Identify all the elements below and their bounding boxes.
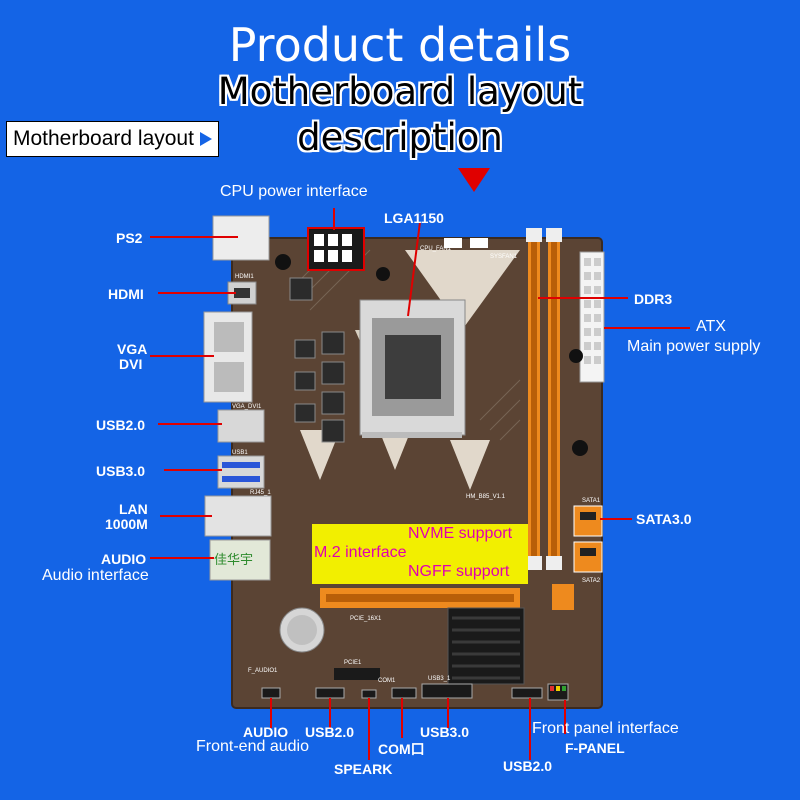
vga-label: VGA [117,341,148,357]
ps2-label: PS2 [116,230,143,246]
pcie16-silk: PCIE_16X1 [350,616,382,622]
audio-jacks [209,539,271,581]
f-audio-silk: F_AUDIO1 [248,668,278,674]
usb30-header [421,683,473,699]
com-silk: COM1 [378,678,396,684]
sata1-silk: SATA1 [582,498,601,504]
com-label: COM口 [378,741,425,757]
sata2-silk: SATA2 [582,578,601,584]
hdmi-silk: HDMI1 [235,274,254,280]
speaker-label: SPEARK [334,761,393,777]
rj45-silk: RJ45_1 [250,490,271,496]
sata-port-2 [573,541,603,573]
sata30-label: SATA3.0 [636,511,692,527]
usb20-header-2 [511,687,543,699]
usb20-right-label: USB2.0 [503,758,553,774]
lan-port [204,495,272,537]
subtitle-line-2: description [297,116,503,159]
m2-callout-box [312,524,528,584]
usb30-ports [217,455,265,489]
chipset-heatsink [447,607,525,685]
sys-fan-silk: SYSFAN1 [490,254,518,260]
usb20-bottom-label: USB2.0 [305,724,355,740]
speaker-header [361,689,377,699]
f-panel-label: F-PANEL [565,740,625,756]
atx-label: ATX [696,318,726,335]
atx-description-label: Main power supply [627,338,761,355]
dvi-label: DVI [119,356,143,372]
vga-silk: VGA_DVI1 [232,404,262,410]
usb3-silk: USB3_1 [428,676,451,682]
hdmi-label: HDMI [108,286,144,302]
f-audio-header [261,687,281,699]
m2-interface-label: M.2 interface [314,544,407,561]
page-title: Product details [228,18,572,72]
nvme-support-label: NVME support [408,525,513,542]
pcie1-silk: PCIE1 [344,660,362,666]
audio-bottom-label: AUDIO [243,724,289,740]
pcie-x1-slot [334,668,380,680]
usb20-ports [217,409,265,443]
lan-label: LAN [119,501,148,517]
play-arrow-icon [199,132,212,146]
usb1-silk: USB1 [232,450,248,456]
down-arrow-icon [458,168,490,192]
usb30-left-label: USB3.0 [96,463,146,479]
brand-logo: 佳华宇 [214,553,253,568]
usb30-bottom-label: USB3.0 [420,724,470,740]
audio-interface-label: Audio interface [42,567,149,584]
callout-lines [150,208,690,760]
audio-label: AUDIO [101,551,147,567]
motherboard-layout-tag: Motherboard layout [6,121,219,157]
ngff-support-label: NGFF support [408,563,510,580]
tag-label: Motherboard layout [13,127,194,150]
front-end-audio-label: Front-end audio [196,738,309,755]
sata-port-1 [573,505,603,537]
cpu-fan-silk: CPU_FAN1 [420,246,452,252]
ddr3-label: DDR3 [634,291,673,307]
model-silk: HM_B85_V1.1 [466,494,506,500]
subtitle-line-1: Motherboard layout [217,70,583,113]
lan-speed-label: 1000M [105,516,148,532]
front-panel-interface-label: Front panel interface [532,720,679,737]
usb20-left-label: USB2.0 [96,417,146,433]
com-header [391,687,417,699]
usb20-header [315,687,345,699]
cpu-power-label: CPU power interface [220,183,368,200]
lga1150-label: LGA1150 [384,210,444,226]
